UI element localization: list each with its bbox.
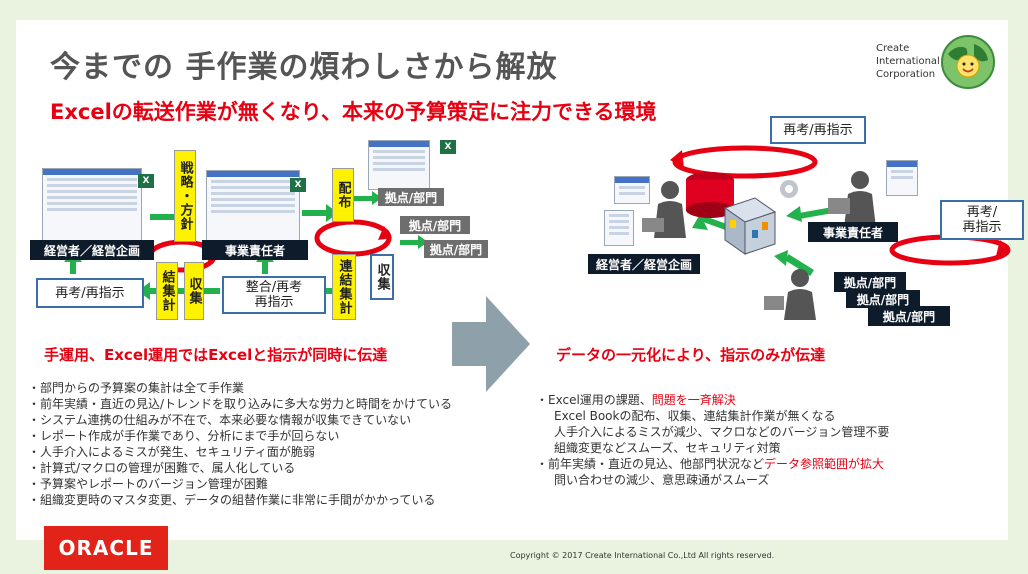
site-person-icon — [764, 269, 816, 320]
business-owner-screen — [886, 160, 918, 196]
slide-subtitle: Excelの転送作業が無くなり、本来の予算策定に注力できる環境 — [50, 100, 657, 124]
strategy-policy-label: 戦略・方針 — [174, 150, 196, 242]
business-owner-person-icon — [828, 171, 876, 228]
left-bullet-item: ・計算式/マクロの管理が困難で、属人化している — [28, 461, 296, 475]
left-bullet-item: ・部門からの予算案の集計は全て手作業 — [28, 381, 245, 395]
company-line-1: Create — [876, 43, 910, 54]
executive-planning-label: 経営者／経営企画 — [30, 240, 154, 260]
right-bullet-list: ・Excel運用の課題、問題を一斉解決 Excel Bookの配布、収集、連結集… — [536, 392, 889, 488]
right-site-box-1: 拠点/部門 — [834, 272, 906, 292]
site-box-3: 拠点/部門 — [424, 240, 488, 258]
right-site-box-2: 拠点/部門 — [846, 290, 920, 308]
budget-sheet-screenshot-3 — [368, 140, 430, 190]
right-sub-item: 問い合わせの減少、意思疎通がスムーズ — [554, 473, 770, 487]
right-executive-label: 経営者／経営企画 — [588, 254, 700, 274]
reconsider-box-right: 再考/ 再指示 — [940, 200, 1024, 240]
collect-label-right: 収集 — [370, 254, 394, 300]
left-bullet-item: ・組織変更時のマスタ変更、データの組替作業に非常に手間がかかっている — [28, 493, 436, 507]
reconsider-right-line-1: 再考/ — [966, 205, 998, 220]
left-bullet-item: ・人手介入によるミスが発生、セキュリティ面が脆弱 — [28, 445, 315, 459]
right-sub-item: 組織変更などスムーズ、セキュリティ対策 — [554, 441, 781, 455]
company-line-3: Corporation — [876, 69, 936, 80]
adjust-line-1: 整合/再考 — [245, 280, 303, 295]
right-bullet-2-highlight: データ参照範囲が拡大 — [764, 457, 885, 471]
reconsider-box-top: 再考/再指示 — [770, 116, 866, 144]
left-bullet-item: ・システム連携の仕組みが不在で、本来必要な情報が収集できていない — [28, 413, 412, 427]
right-bullet-1-highlight: 問題を一斉解決 — [651, 393, 736, 407]
right-heading: データの一元化により、指示のみが伝達 — [556, 346, 826, 364]
site-box-2: 拠点/部門 — [400, 216, 470, 234]
company-line-2: International — [876, 56, 940, 67]
link-consolidate-label: 連結集計 — [332, 254, 356, 320]
consolidate-label: 結集計 — [156, 262, 178, 320]
site-box-1: 拠点/部門 — [378, 188, 444, 206]
executive-report-screen — [604, 210, 634, 246]
reconsider-right-line-2: 再指示 — [962, 220, 1002, 235]
central-database-cube — [686, 172, 777, 255]
excel-icon: X — [290, 178, 306, 192]
adjust-line-2: 再指示 — [254, 295, 294, 310]
right-business-owner-label: 事業責任者 — [808, 222, 898, 242]
right-bullet-item-1: ・Excel運用の課題、問題を一斉解決 — [536, 392, 889, 408]
executive-chart-screen — [614, 176, 650, 204]
excel-icon: X — [440, 140, 456, 154]
collect-label-left: 収集 — [184, 262, 204, 320]
right-site-box-3: 拠点/部門 — [868, 306, 950, 326]
left-heading: 手運用、Excel運用ではExcelと指示が同時に伝達 — [44, 346, 388, 364]
company-name: Create International Corporation — [876, 42, 940, 81]
distribute-label: 配布 — [332, 168, 354, 222]
budget-sheet-screenshot-1 — [42, 168, 142, 242]
reconsider-box: 再考/再指示 — [36, 278, 144, 308]
budget-sheet-screenshot-2 — [206, 170, 300, 242]
left-bullet-item: ・レポート作成が手作業であり、分析にまで手が回らない — [28, 429, 340, 443]
left-bullet-item: ・前年実績・直近の見込/トレンドを取り込みに多大な労力と時間をかけている — [28, 397, 453, 411]
adjust-reinstruct-box: 整合/再考 再指示 — [222, 276, 326, 314]
right-sub-item: Excel Bookの配布、収集、連結集計作業が無くなる — [554, 409, 836, 423]
right-bullet-2-prefix: ・前年実績・直近の見込、他部門状況など — [536, 457, 765, 471]
right-bullet-1-prefix: ・Excel運用の課題、 — [536, 393, 652, 407]
company-globe-logo — [941, 35, 995, 89]
executive-person-icon — [642, 181, 686, 238]
gear-icon — [780, 180, 798, 198]
business-owner-label: 事業責任者 — [202, 240, 308, 260]
left-bullet-list: ・部門からの予算案の集計は全て手作業 ・前年実績・直近の見込/トレンドを取り込み… — [28, 380, 452, 508]
left-bullet-item: ・予算案やレポートのバージョン管理が困難 — [28, 477, 268, 491]
right-bullet-item-2: ・前年実績・直近の見込、他部門状況などデータ参照範囲が拡大 — [536, 456, 889, 472]
right-sub-item: 人手介入によるミスが減少、マクロなどのバージョン管理不要 — [554, 425, 890, 439]
oracle-logo: ORACLE — [44, 526, 168, 570]
excel-icon: X — [138, 174, 154, 188]
copyright-footer: Copyright © 2017 Create International Co… — [510, 551, 775, 560]
slide-title: 今までの 手作業の煩わしさから解放 — [50, 50, 558, 85]
